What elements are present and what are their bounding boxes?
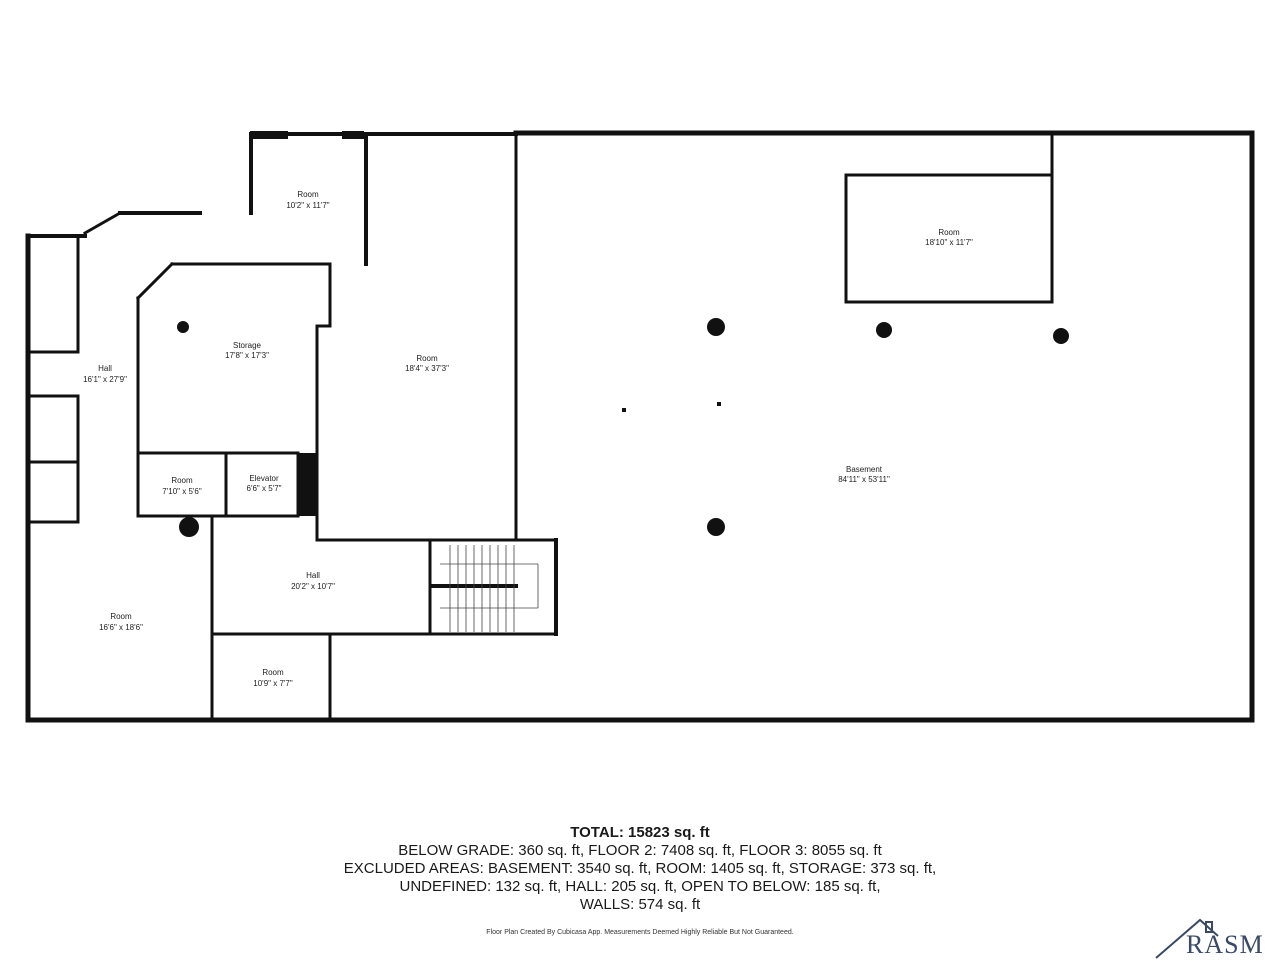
room-dims: 10'9" x 7'7" [253,679,293,688]
basement-dims: 84'11" x 53'11" [838,475,890,484]
walls [25,130,1255,723]
room-dims: 7'10" x 5'6" [162,487,202,496]
hall-dims: 16'1" x 27'9" [83,375,127,384]
summary-line: WALLS: 574 sq. ft [579,896,701,913]
house-logo-icon [1155,918,1219,959]
room-dims: 16'6" x 18'6" [99,623,143,632]
columns [177,318,1069,537]
disclaimer: Floor Plan Created By Cubicasa App. Meas… [486,929,794,936]
floor-plan: Room 10'2" x 11'7" Room 18'10" x 11'7" S… [25,130,1255,723]
room-label: Room [110,612,132,621]
hall-dims: 20'2" x 10'7" [291,582,335,591]
area-summary: TOTAL: 15823 sq. ft BELOW GRADE: 360 sq.… [240,824,1040,914]
basement-label: Basement [846,465,883,474]
room-dims: 18'4" x 37'3" [405,364,449,373]
summary-line: BELOW GRADE: 360 sq. ft, FLOOR 2: 7408 s… [398,842,882,859]
hall-label: Hall [306,571,320,580]
room-label: Room [938,228,960,237]
room-label: Room [262,668,284,677]
stairs [440,545,539,632]
elevator-dims: 6'6" x 5'7" [247,484,282,493]
storage-dims: 17'8" x 17'3" [225,351,269,360]
room-label: Room [171,476,193,485]
room-labels: Room 10'2" x 11'7" Room 18'10" x 11'7" S… [83,190,973,688]
summary-line: EXCLUDED AREAS: BASEMENT: 3540 sq. ft, R… [343,860,937,877]
room-label: Room [416,354,438,363]
room-label: Room [297,190,319,199]
room-dims: 18'10" x 11'7" [925,238,973,247]
storage-label: Storage [233,341,262,350]
brand-logo-text: RASM [1186,930,1264,959]
room-dims: 10'2" x 11'7" [286,201,329,210]
summary-line: UNDEFINED: 132 sq. ft, HALL: 205 sq. ft,… [399,878,881,895]
elevator-label: Elevator [249,474,279,483]
total-area: TOTAL: 15823 sq. ft [570,824,710,841]
hall-label: Hall [98,364,112,373]
